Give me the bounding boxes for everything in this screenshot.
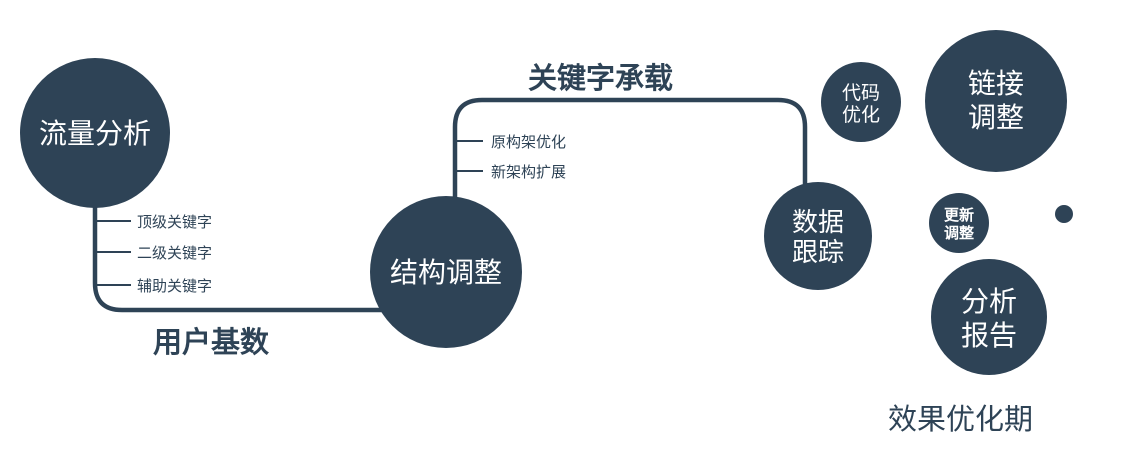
edge-label-keyword-bearing: 关键字承载 [528, 61, 673, 95]
node-code-optimization-label-line2: 优化 [842, 104, 880, 126]
edge-label-user-base: 用户基数 [153, 325, 270, 359]
caption-effect-optimization-period: 效果优化期 [888, 403, 1033, 436]
connector-traffic-to-structure [92, 195, 420, 313]
node-analysis-report [931, 259, 1047, 375]
branch-label-original-architecture: 原构架优化 [491, 134, 566, 151]
connector-structure-to-tracking [452, 97, 808, 210]
node-traffic-analysis [20, 58, 170, 208]
branch-label-top-keywords: 顶级关键字 [137, 214, 212, 231]
node-traffic-analysis-label: 流量分析 [39, 118, 151, 149]
dot-marker [1055, 205, 1073, 223]
node-code-optimization-label-line1: 代码 [842, 82, 880, 104]
node-data-tracking-label-line2: 跟踪 [792, 237, 844, 267]
node-update-adjustment-label-line2: 调整 [944, 224, 974, 242]
node-data-tracking [764, 182, 872, 290]
node-link-adjustment [925, 30, 1067, 172]
node-data-tracking-label-line1: 数据 [792, 207, 844, 237]
node-update-adjustment-label-line1: 更新 [944, 206, 974, 224]
node-analysis-report-label-line1: 分析 [961, 286, 1017, 317]
node-link-adjustment-label-line1: 链接 [968, 68, 1024, 99]
node-structure-adjustment-label: 结构调整 [390, 257, 502, 288]
branch-label-secondary-keywords: 二级关键字 [137, 245, 212, 262]
node-structure-adjustment [370, 196, 522, 348]
node-analysis-report-label-line2: 报告 [961, 320, 1017, 351]
node-link-adjustment-label-line2: 调整 [968, 102, 1024, 133]
node-update-adjustment [929, 193, 989, 253]
node-code-optimization [821, 62, 901, 142]
branch-label-new-architecture: 新架构扩展 [491, 164, 566, 181]
branch-label-auxiliary-keywords: 辅助关键字 [137, 278, 212, 295]
